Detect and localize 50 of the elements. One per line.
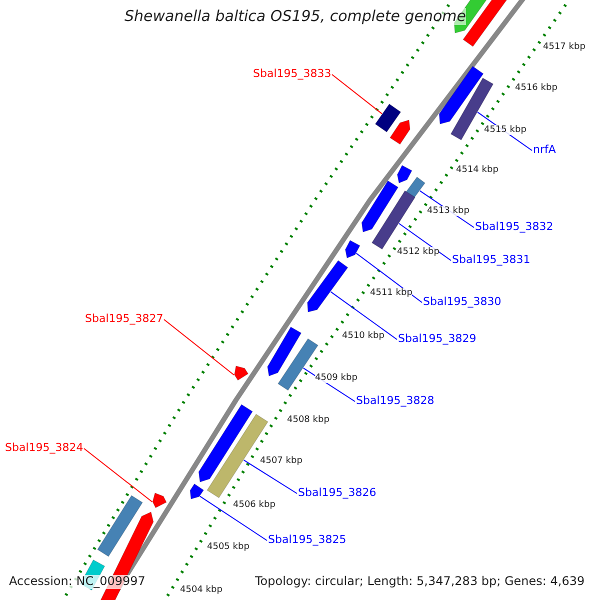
scale-label: 4505 kbp: [207, 542, 250, 552]
leader-line: [332, 74, 382, 114]
leader-line: [200, 496, 268, 541]
accession-text: Accession: NC_009997: [9, 575, 146, 589]
gene-label: Sbal195_3826: [298, 486, 376, 500]
gene-label: Sbal195_3832: [475, 220, 554, 234]
scale-label: 4513 kbp: [427, 206, 470, 216]
gene-feature: [390, 120, 410, 145]
leader-line: [398, 223, 452, 261]
gene-feature: [361, 180, 399, 232]
gene-label: Sbal195_3831: [452, 254, 530, 266]
gene-feature: [234, 366, 249, 381]
scale-label: 4512 kbp: [397, 247, 440, 258]
scale-label: 4508 kbp: [287, 415, 330, 426]
leader-line: [243, 460, 298, 494]
gene-feature: [396, 165, 412, 184]
scale-label: 4509 kbp: [315, 373, 358, 384]
scale-label: 4515 kbp: [484, 125, 526, 136]
gene-feature: [307, 260, 348, 312]
gene-feature: [438, 66, 484, 124]
gene-label: Sbal195_3824: [5, 442, 84, 454]
leader-line: [164, 319, 234, 376]
gene-feature: [267, 326, 302, 376]
leader-line: [356, 252, 422, 303]
gene-label: Sbal195_3833: [253, 68, 332, 80]
scale-label: 4507 kbp: [260, 456, 302, 466]
title: Shewanella baltica OS195, complete genome: [124, 8, 466, 26]
gene-label: nrfA: [533, 144, 556, 156]
gene-label: Sbal195_3827: [85, 312, 164, 326]
gene-label: Sbal195_3829: [398, 332, 476, 346]
genome-info-text: Topology: circular; Length: 5,347,283 bp; Genes: 4,639: [255, 575, 585, 589]
leader-line: [330, 291, 398, 340]
scale-label: 4517 kbp: [543, 42, 586, 52]
gene-block: [374, 104, 402, 132]
scale-label: 4510 kbp: [342, 331, 384, 342]
scale-label: 4504 kbp: [180, 585, 222, 596]
leader-line: [84, 448, 153, 502]
scale-label: 4506 kbp: [233, 500, 276, 510]
gene-label: Sbal195_3825: [268, 534, 346, 546]
gene-block: [97, 495, 143, 557]
gene-label: Sbal195_3830: [423, 296, 502, 308]
gene-feature: [152, 492, 167, 508]
gene-block: [406, 176, 426, 198]
gene-feature: [198, 404, 253, 482]
gene-feature: [344, 240, 360, 258]
scale-label: 4511 kbp: [370, 288, 412, 298]
scale-label: 4516 kbp: [515, 83, 558, 94]
gene-feature: [190, 483, 204, 500]
scale-label: 4514 kbp: [456, 165, 498, 176]
gene-label: Sbal195_3828: [356, 394, 434, 408]
